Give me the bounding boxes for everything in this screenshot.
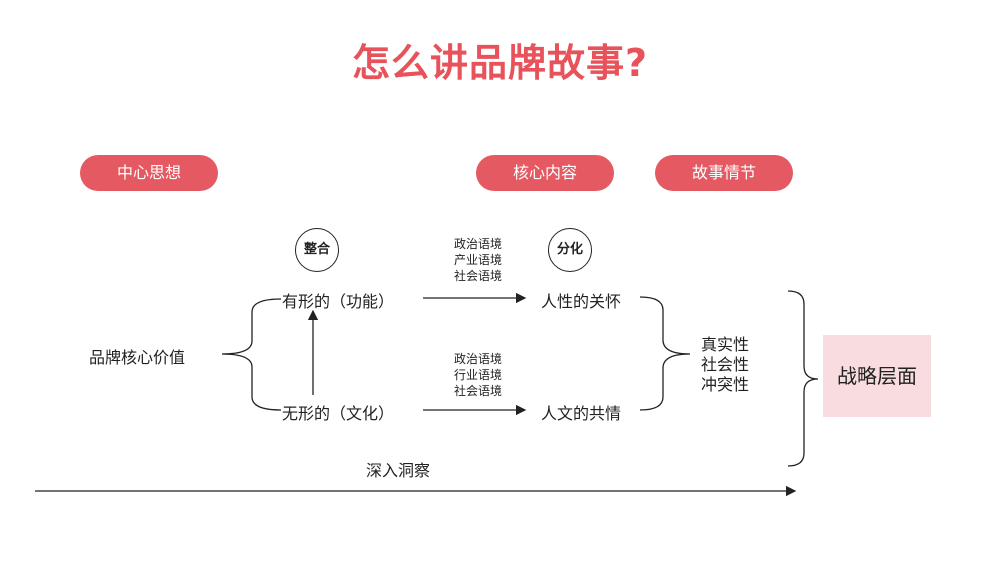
core-content-pill: 核心内容	[476, 155, 614, 191]
context-item: 政治语境	[453, 237, 502, 251]
humanity-care-label: 人性的关怀	[541, 292, 622, 311]
humanities-empathy-label: 人文的共情	[541, 404, 622, 423]
context-list-bottom: 政治语境 行业语境 社会语境	[440, 351, 516, 399]
story-traits: 真实性 社会性 冲突性	[693, 335, 757, 395]
differentiate-circle: 分化	[548, 228, 592, 272]
story-plot-pill: 故事情节	[655, 155, 793, 191]
central-idea-pill: 中心思想	[80, 155, 218, 191]
context-item: 政治语境	[453, 352, 502, 366]
page-title: 怎么讲品牌故事?	[351, 41, 649, 85]
large-brace	[787, 290, 819, 467]
strategy-level-box: 战略层面	[823, 335, 931, 417]
context-item: 行业语境	[453, 368, 502, 382]
brand-core-value: 品牌核心价值	[89, 348, 186, 367]
integrate-circle: 整合	[295, 228, 339, 272]
trait-item: 冲突性	[700, 375, 749, 394]
deep-insight-label: 深入洞察	[366, 461, 431, 480]
intangible-culture-label: 无形的（文化）	[282, 404, 395, 423]
tangible-function-label: 有形的（功能）	[282, 292, 395, 311]
left-brace	[221, 298, 282, 411]
context-item: 社会语境	[453, 269, 502, 283]
context-item: 产业语境	[453, 253, 502, 267]
context-list-top: 政治语境 产业语境 社会语境	[440, 236, 516, 284]
context-item: 社会语境	[453, 384, 502, 398]
trait-item: 真实性	[700, 335, 749, 354]
middle-brace	[639, 296, 691, 411]
trait-item: 社会性	[700, 355, 749, 374]
